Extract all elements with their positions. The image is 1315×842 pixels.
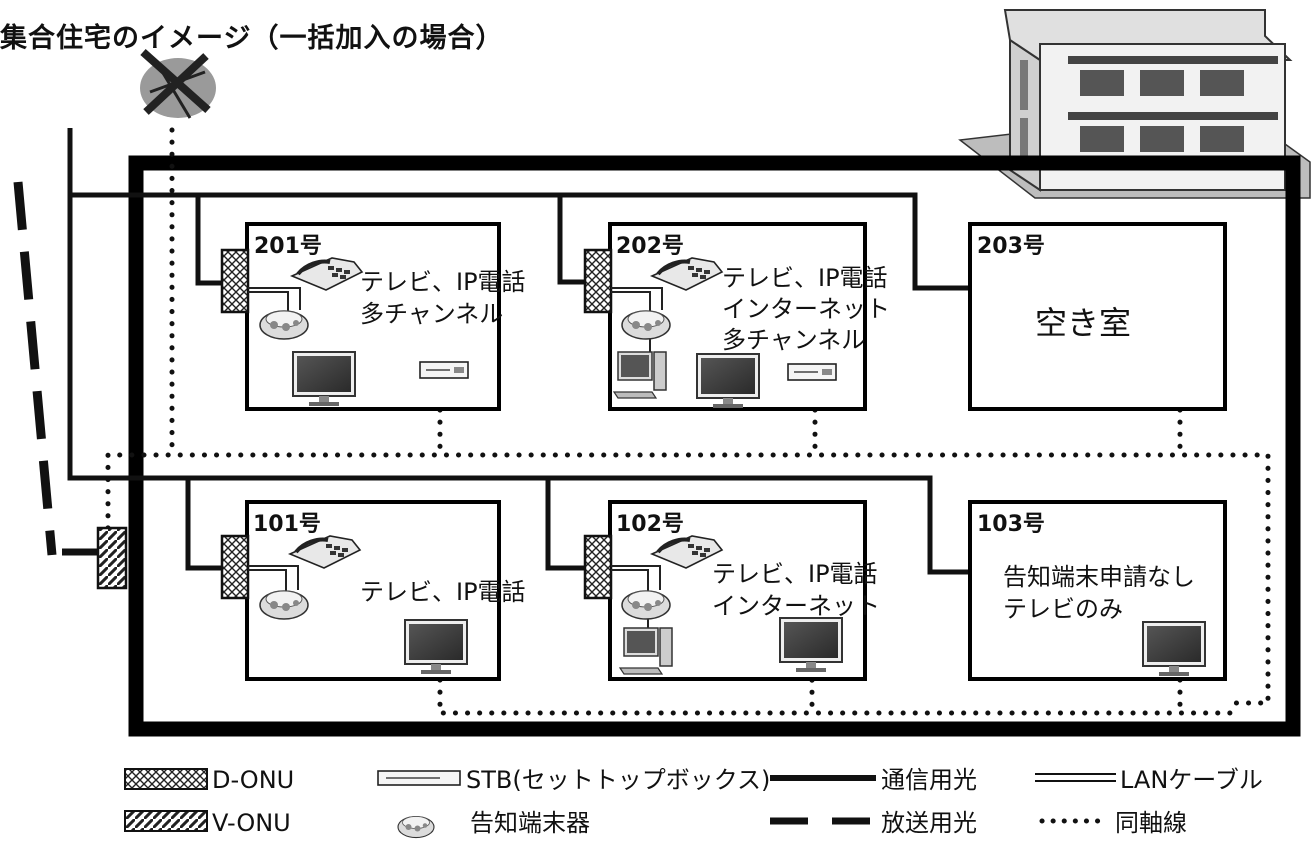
room-201-line2: 多チャンネル (360, 300, 503, 328)
notice-terminal-icon (621, 590, 671, 620)
v-onu-box (96, 526, 128, 590)
legend-stb: STB(セットトップボックス) (466, 766, 770, 794)
room-201-line1: テレビ、IP電話 (360, 268, 526, 296)
room-202: 202号 テレビ、IP電話 インターネット 多チャンネル (583, 222, 890, 411)
room-103: 103号 告知端末申請なし テレビのみ (968, 500, 1227, 681)
d-onu-box (583, 534, 613, 600)
room-101: 101号 テレビ、IP電話 (220, 500, 526, 681)
room-203: 203号 空き室 (968, 222, 1227, 411)
legend-d-onu: D-ONU (212, 766, 294, 794)
notice-terminal-icon (259, 310, 309, 340)
notice-terminal-icon (621, 310, 671, 340)
room-103-line1: 告知端末申請なし (1003, 563, 1195, 591)
room-102-label: 102号 (616, 512, 684, 537)
legend-terminal-swatch (397, 815, 435, 839)
comm-fiber-lines (67, 128, 968, 575)
room-201-label: 201号 (254, 234, 322, 259)
diagram-title: 集合住宅のイメージ（一括加入の場合） (0, 23, 504, 54)
room-102-line2: インターネット (712, 592, 880, 620)
antenna-crossed-icon (140, 49, 216, 119)
legend-d-onu-swatch (124, 768, 208, 790)
stb-icon (787, 363, 837, 381)
legend-coax: 同軸線 (1115, 809, 1187, 837)
room-202-line2: インターネット (722, 295, 890, 323)
broadcast-fiber-line (13, 181, 57, 556)
legend-lan-swatch (1035, 773, 1116, 782)
room-101-line1: テレビ、IP電話 (360, 578, 526, 606)
legend: D-ONU V-ONU STB(セットトップボックス) 告知端末器 通信用光 放… (124, 766, 1263, 839)
building-boundary (128, 155, 1301, 737)
legend-lan-cable: LANケーブル (1120, 766, 1263, 794)
legend-comm-fiber: 通信用光 (881, 766, 977, 794)
legend-stb-swatch (377, 770, 461, 786)
legend-broadcast-fiber: 放送用光 (881, 809, 977, 837)
stb-icon (419, 361, 469, 379)
room-202-label: 202号 (616, 234, 684, 259)
room-101-label: 101号 (253, 512, 321, 537)
room-202-line1: テレビ、IP電話 (722, 264, 888, 292)
d-onu-box (220, 534, 250, 600)
room-203-vacant: 空き室 (1035, 304, 1131, 342)
room-102-line1: テレビ、IP電話 (712, 560, 878, 588)
d-onu-box (220, 248, 250, 314)
legend-v-onu-swatch (124, 810, 208, 832)
room-203-label: 203号 (977, 234, 1045, 259)
room-201: 201号 テレビ、IP電話 多チャンネル (220, 222, 526, 411)
d-onu-box (583, 248, 613, 314)
legend-notice-terminal: 告知端末器 (470, 809, 590, 837)
legend-v-onu: V-ONU (212, 809, 291, 837)
notice-terminal-icon (259, 590, 309, 620)
room-103-label: 103号 (977, 512, 1045, 537)
room-202-line3: 多チャンネル (722, 326, 865, 354)
coax-lines (105, 127, 1271, 716)
room-102: 102号 テレビ、IP電話 インターネット (583, 500, 880, 681)
room-103-line2: テレビのみ (1003, 595, 1123, 623)
